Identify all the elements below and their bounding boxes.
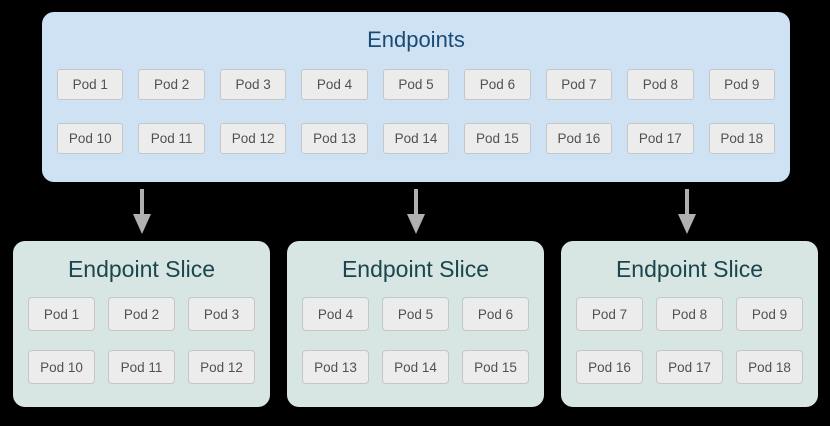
pod-chip: Pod 11 (138, 123, 205, 154)
arrow-stem (414, 189, 418, 214)
pod-chip: Pod 15 (462, 350, 529, 384)
down-arrow-icon (407, 189, 425, 234)
pod-chip: Pod 4 (302, 297, 369, 331)
pod-chip: Pod 16 (545, 123, 613, 154)
pod-chip: Pod 8 (656, 297, 723, 331)
pod-chip: Pod 15 (464, 123, 531, 154)
pod-chip: Pod 4 (301, 69, 368, 100)
pod-chip: Pod 6 (462, 297, 529, 331)
pod-chip: Pod 1 (57, 69, 124, 100)
pod-chip: Pod 6 (464, 69, 531, 100)
endpoints-title: Endpoints (367, 27, 465, 52)
slice-pod-grid: Pod 4 Pod 5 Pod 6 Pod 13 Pod 14 Pod 15 (302, 297, 529, 384)
endpoint-slice-title: Endpoint Slice (615, 256, 764, 282)
down-arrow-icon (133, 189, 151, 234)
pod-chip: Pod 3 (219, 69, 287, 100)
endpoint-slice-title: Endpoint Slice (341, 256, 490, 282)
pod-chip: Pod 2 (138, 69, 205, 100)
pod-chip: Pod 10 (57, 123, 124, 154)
arrow-stem (140, 189, 144, 214)
pod-chip: Pod 9 (736, 297, 803, 331)
pod-chip: Pod 18 (736, 350, 803, 384)
down-arrow-icon (678, 189, 696, 234)
arrow-head (678, 214, 696, 234)
endpoints-box: Endpoints Pod 1 Pod 2 Pod 3 Pod 4 Pod 5 Pod 6… (42, 12, 790, 182)
slice-pod-grid: Pod 1 Pod 2 Pod 3 Pod 10 Pod 11 Pod 12 (28, 297, 255, 384)
pod-chip: Pod 3 (188, 297, 255, 331)
pod-chip: Pod 7 (545, 69, 613, 100)
pod-chip: Pod 12 (188, 350, 255, 384)
pod-chip: Pod 12 (219, 123, 287, 154)
pod-chip: Pod 5 (382, 297, 449, 331)
endpoints-pod-grid: Pod 1 Pod 2 Pod 3 Pod 4 Pod 5 Pod 6 Pod 7 Pod 8… (57, 69, 775, 154)
pod-chip: Pod 16 (576, 350, 643, 384)
pod-chip: Pod 13 (302, 350, 369, 384)
pod-chip: Pod 10 (28, 350, 95, 384)
arrow-head (407, 214, 425, 234)
pod-chip: Pod 17 (656, 350, 723, 384)
arrow-head (133, 214, 151, 234)
pod-chip: Pod 14 (382, 123, 450, 154)
pod-chip: Pod 11 (108, 350, 175, 384)
pod-chip: Pod 8 (627, 69, 694, 100)
pod-chip: Pod 17 (627, 123, 694, 154)
arrow-stem (685, 189, 689, 214)
pod-chip: Pod 1 (28, 297, 95, 331)
endpoint-slice-title: Endpoint Slice (67, 256, 216, 282)
slice-pod-grid: Pod 7 Pod 8 Pod 9 Pod 16 Pod 17 Pod 18 (576, 297, 803, 384)
pod-chip: Pod 7 (576, 297, 643, 331)
pod-chip: Pod 18 (708, 123, 775, 154)
pod-chip: Pod 2 (108, 297, 175, 331)
pod-chip: Pod 14 (382, 350, 449, 384)
pod-chip: Pod 5 (382, 69, 450, 100)
pod-chip: Pod 9 (708, 69, 775, 100)
pod-chip: Pod 13 (301, 123, 368, 154)
